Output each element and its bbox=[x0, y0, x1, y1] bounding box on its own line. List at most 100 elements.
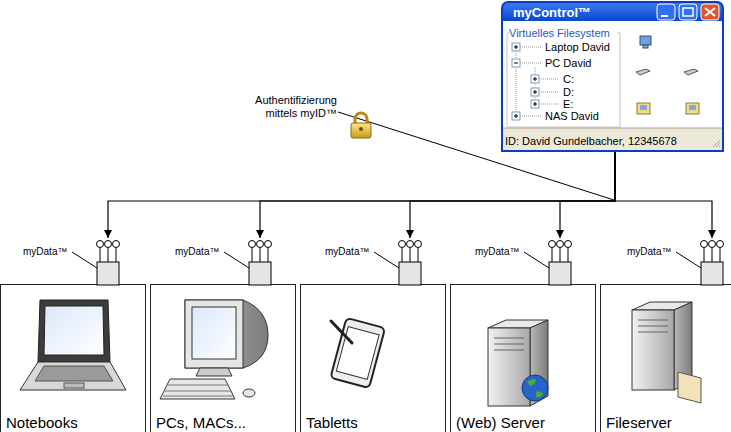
node-label: PCs, MACs... bbox=[156, 414, 246, 432]
keyboard-keys bbox=[163, 385, 233, 396]
node-label: Fileserver bbox=[606, 414, 672, 432]
antenna bbox=[249, 241, 256, 248]
mouse bbox=[243, 389, 255, 397]
antenna bbox=[415, 241, 422, 248]
antenna bbox=[105, 241, 112, 248]
antenna bbox=[407, 241, 414, 248]
node-text: Laptop David bbox=[545, 41, 610, 54]
folder-icon-detail bbox=[640, 105, 647, 110]
node-text: E: bbox=[563, 98, 573, 111]
module-box bbox=[399, 262, 421, 285]
lock-keyhole bbox=[359, 127, 363, 131]
laptop-keyboard bbox=[35, 366, 113, 381]
laptop-lid bbox=[38, 300, 110, 362]
server-top bbox=[632, 302, 692, 310]
server-front bbox=[488, 328, 530, 406]
server-front bbox=[632, 310, 674, 390]
mydata-module bbox=[72, 241, 120, 286]
tree-expander bbox=[512, 43, 520, 51]
antenna-sticks bbox=[224, 247, 268, 268]
laptop-base bbox=[20, 362, 126, 390]
antenna bbox=[557, 241, 564, 248]
tablet-screen bbox=[336, 327, 379, 380]
folder-icon bbox=[637, 103, 650, 114]
node-label: myData™ bbox=[627, 245, 671, 258]
drive-icon bbox=[684, 69, 698, 75]
node-text: NAS David bbox=[545, 110, 599, 123]
lock-body bbox=[351, 123, 371, 138]
lock-shackle bbox=[355, 113, 367, 124]
laptop-touchpad bbox=[64, 383, 84, 388]
node-label: Notebooks bbox=[6, 414, 78, 432]
module-box bbox=[701, 262, 723, 285]
tree-expander bbox=[531, 75, 539, 83]
monitor-bezel bbox=[185, 300, 243, 368]
mydata-module bbox=[374, 241, 422, 286]
node-text: PC David bbox=[545, 57, 591, 70]
status-separator bbox=[503, 128, 722, 129]
device-box: Tabletts bbox=[300, 284, 446, 432]
antenna bbox=[265, 241, 272, 248]
device-box: Fileserver bbox=[600, 284, 731, 432]
node-text: D: bbox=[563, 86, 574, 99]
folder-symbol bbox=[678, 372, 701, 403]
node-label: myData™ bbox=[23, 245, 67, 258]
server-side bbox=[674, 302, 692, 390]
antenna bbox=[113, 241, 120, 248]
device-box: PCs, MACs... bbox=[150, 284, 296, 432]
module-graphics bbox=[72, 241, 724, 286]
mydata-module bbox=[224, 241, 272, 286]
antenna-sticks bbox=[72, 247, 116, 268]
tree-lines bbox=[516, 47, 559, 116]
mydata-module bbox=[524, 241, 572, 286]
tree-expander bbox=[512, 59, 520, 67]
device-box: Notebooks bbox=[0, 284, 146, 432]
module-box bbox=[97, 262, 119, 285]
antenna-sticks bbox=[374, 247, 418, 268]
tablet bbox=[330, 318, 385, 388]
resize-grip bbox=[713, 140, 720, 147]
antenna bbox=[399, 241, 406, 248]
folder-icon bbox=[686, 103, 699, 114]
computer-icon-stand bbox=[643, 45, 648, 48]
maximize-button bbox=[679, 4, 697, 20]
antenna-sticks bbox=[524, 247, 568, 268]
server-bays bbox=[638, 320, 668, 332]
antenna bbox=[701, 241, 708, 248]
device-box: (Web) Server bbox=[450, 284, 596, 432]
node-label: myControl™ bbox=[513, 5, 591, 20]
node-text: ID: David Gundelbacher, 12345678 bbox=[505, 135, 677, 148]
monitor-stand bbox=[196, 368, 232, 376]
antenna bbox=[97, 241, 104, 248]
tree-expanders bbox=[512, 43, 539, 120]
node-label: myData™ bbox=[175, 245, 219, 258]
close-glyph bbox=[705, 8, 715, 16]
mydata-module: myData™ bbox=[397, 238, 423, 285]
computer-icon bbox=[640, 36, 651, 45]
mydata-module bbox=[676, 241, 724, 286]
leader-line bbox=[338, 112, 614, 200]
monitor-body bbox=[185, 300, 268, 368]
antenna bbox=[549, 241, 556, 248]
node-text: Virtuelles Filesystem bbox=[508, 27, 611, 40]
folder-icon-detail bbox=[689, 105, 696, 110]
antenna bbox=[257, 241, 264, 248]
node-label: (Web) Server bbox=[456, 414, 545, 432]
tree-expander bbox=[531, 88, 539, 96]
connector-arrow bbox=[410, 152, 615, 238]
node-text: C: bbox=[563, 73, 574, 86]
tree-expander bbox=[531, 100, 539, 108]
server-bays bbox=[494, 338, 524, 350]
connector-arrow bbox=[615, 152, 712, 238]
mydata-module: myData™ bbox=[547, 238, 573, 285]
globe-land bbox=[527, 379, 543, 398]
mydata-module: myData™ bbox=[699, 238, 725, 285]
antenna bbox=[565, 241, 572, 248]
tree-expander bbox=[512, 112, 520, 120]
node-label: Tabletts bbox=[306, 414, 358, 432]
tree-expander-glyphs bbox=[514, 45, 537, 118]
module-box bbox=[549, 262, 571, 285]
minimize-button bbox=[657, 4, 675, 20]
mydata-module: myData™ bbox=[247, 238, 273, 285]
